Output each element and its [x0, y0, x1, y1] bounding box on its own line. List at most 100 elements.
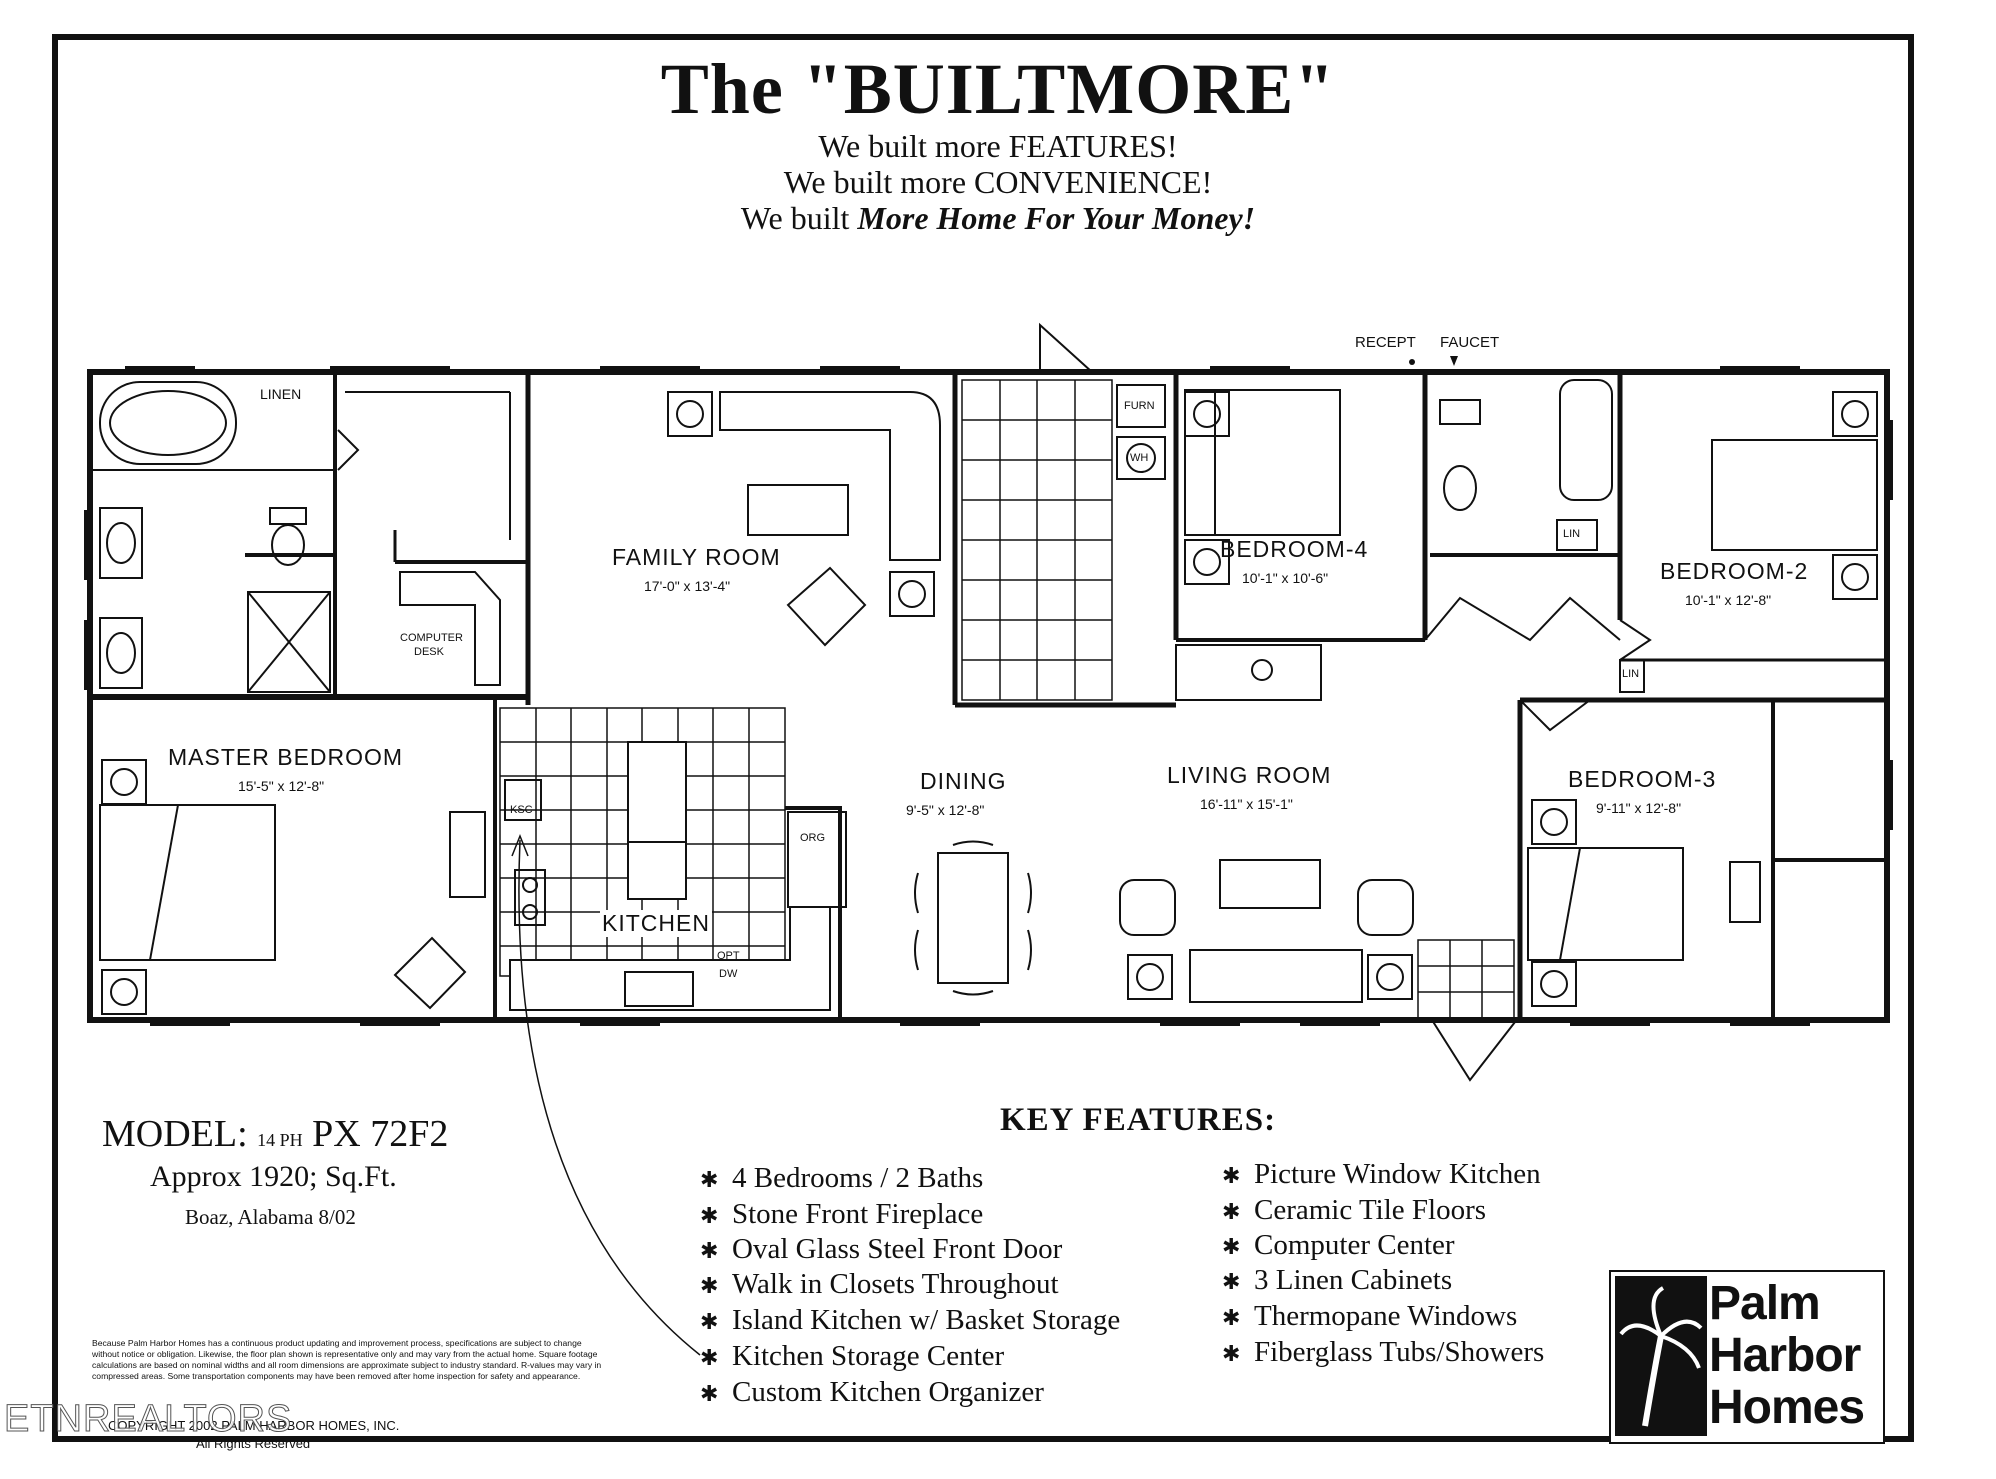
model-code-small: 14 PH — [257, 1130, 303, 1150]
armchair — [786, 566, 867, 647]
feature-item: ✱Custom Kitchen Organizer — [700, 1376, 1044, 1408]
organizer — [787, 811, 847, 908]
family-room-dim: 17'-0" x 13'-4" — [644, 578, 731, 594]
faucet-mark — [1450, 356, 1458, 366]
logo-word-harbor: Harbor — [1709, 1329, 1861, 1382]
watermark: ETNREALTORS — [3, 1398, 293, 1441]
bed — [1184, 389, 1341, 536]
feature-item: ✱Stone Front Fireplace — [700, 1198, 984, 1230]
feature-item: ✱Island Kitchen w/ Basket Storage — [700, 1304, 1121, 1336]
computer-desk — [399, 571, 501, 686]
ksc-label: KSC — [510, 804, 533, 816]
water-heater — [1116, 436, 1166, 480]
lamp — [667, 391, 713, 437]
range — [514, 869, 546, 926]
linen-closet — [1619, 659, 1645, 693]
family-room-label: FAMILY ROOM — [612, 544, 781, 570]
dining-dim: 9'-5" x 12'-8" — [906, 802, 985, 818]
tub-basin — [109, 390, 227, 456]
square-footage: Approx 1920; Sq.Ft. — [150, 1160, 397, 1193]
armchair — [1119, 879, 1176, 936]
org-label: ORG — [800, 832, 826, 844]
linen-label-hall: LIN — [1622, 668, 1640, 680]
bedroom-4-label: BEDROOM-4 — [1220, 536, 1369, 562]
feature-item: ✱Ceramic Tile Floors — [1222, 1194, 1487, 1226]
bedroom-4-dim: 10'-1" x 10'-6" — [1242, 570, 1329, 586]
tagline-features: We built more FEATURES! — [818, 128, 1178, 164]
kitchen-label: KITCHEN — [600, 910, 712, 937]
wh-label: WH — [1130, 452, 1149, 464]
closet — [1175, 644, 1322, 701]
sofa — [1189, 949, 1363, 1003]
tub — [1559, 379, 1613, 501]
dresser — [449, 811, 486, 898]
copyright: COPYRIGHT 2002 PALM HARBOR HOMES, INC. — [108, 1418, 400, 1433]
feature-item: ✱Fiberglass Tubs/Showers — [1222, 1336, 1545, 1368]
tile-grid-utility — [961, 379, 1113, 701]
dw-label: DW — [719, 968, 738, 980]
feature-item: ✱Picture Window Kitchen — [1222, 1158, 1541, 1190]
page-title: The "BUILTMORE" — [660, 49, 1336, 129]
bedroom-3-dim: 9'-11" x 12'-8" — [1596, 800, 1682, 816]
front-door — [1431, 1019, 1516, 1082]
sink — [99, 507, 143, 579]
feature-item: ✱Walk in Closets Throughout — [700, 1268, 1059, 1300]
disclaimer-text: Because Palm Harbor Homes has a continuo… — [92, 1338, 602, 1381]
coffee-table — [1219, 859, 1321, 909]
feature-item: ✱4 Bedrooms / 2 Baths — [700, 1162, 984, 1194]
receptacle-dot — [1409, 359, 1415, 365]
dining-table — [937, 852, 1009, 984]
opt-label: OPT — [717, 950, 740, 962]
coffee-table — [747, 484, 849, 536]
page-border — [52, 34, 1914, 1442]
tagline-prefix: We built — [740, 200, 850, 236]
linen-label: LINEN — [260, 386, 302, 402]
tagline-emphasis: More Home For Your Money! — [857, 200, 1256, 236]
bedroom-3-label: BEDROOM-3 — [1568, 766, 1717, 792]
palm-tree-icon — [1615, 1276, 1707, 1436]
dining-label: DINING — [920, 768, 1007, 794]
feature-item: ✱3 Linen Cabinets — [1222, 1264, 1453, 1296]
location-date: Boaz, Alabama 8/02 — [185, 1205, 356, 1229]
master-bedroom-dim: 15'-5" x 12'-8" — [238, 778, 325, 794]
lamp — [889, 571, 935, 617]
bedroom-2-dim: 10'-1" x 12'-8" — [1685, 592, 1772, 608]
tile-grid-entry — [1417, 939, 1515, 1019]
feature-item: ✱Thermopane Windows — [1222, 1300, 1518, 1332]
feature-item: ✱Computer Center — [1222, 1229, 1455, 1261]
armchair — [393, 936, 467, 1010]
logo-word-palm: Palm — [1709, 1277, 1821, 1330]
furn-label: FURN — [1124, 400, 1155, 412]
model-code: PX 72F2 — [312, 1113, 449, 1155]
recept-label: RECEPT — [1355, 334, 1416, 351]
computer-desk-label-2: DESK — [414, 646, 444, 658]
sink — [99, 617, 143, 689]
sink — [624, 971, 694, 1007]
living-room-dim: 16'-11" x 15'-1" — [1200, 796, 1293, 812]
armchair — [1357, 879, 1414, 936]
tagline-convenience: We built more CONVENIENCE! — [783, 164, 1213, 200]
bedroom-2-label: BEDROOM-2 — [1660, 558, 1809, 584]
key-features-title: KEY FEATURES: — [1000, 1102, 1277, 1138]
feature-item: ✱Oval Glass Steel Front Door — [700, 1233, 1063, 1265]
tagline-money: We built More Home For Your Money! — [0, 200, 1996, 237]
kitchen-storage-center — [504, 779, 542, 821]
door-swing — [1039, 322, 1093, 373]
model-line: MODEL: 14 PH PX 72F2 — [102, 1112, 448, 1156]
bed — [99, 804, 276, 961]
faucet-label: FAUCET — [1440, 334, 1500, 351]
model-label: MODEL: — [102, 1113, 248, 1155]
feature-item: ✱Kitchen Storage Center — [700, 1340, 1005, 1372]
master-bedroom-label: MASTER BEDROOM — [168, 744, 404, 770]
tub — [99, 381, 237, 465]
rights-reserved: All Rights Reserved — [196, 1436, 311, 1451]
bed — [1711, 439, 1878, 551]
logo-word-homes: Homes — [1709, 1381, 1865, 1434]
computer-desk-label-1: COMPUTER — [400, 632, 463, 644]
shower — [247, 591, 331, 693]
linen-label-bath: LIN — [1563, 528, 1581, 540]
palm-harbor-logo: Palm Harbor Homes — [1609, 1270, 1885, 1444]
linen-closet — [1556, 519, 1598, 551]
furnace — [1116, 384, 1166, 428]
